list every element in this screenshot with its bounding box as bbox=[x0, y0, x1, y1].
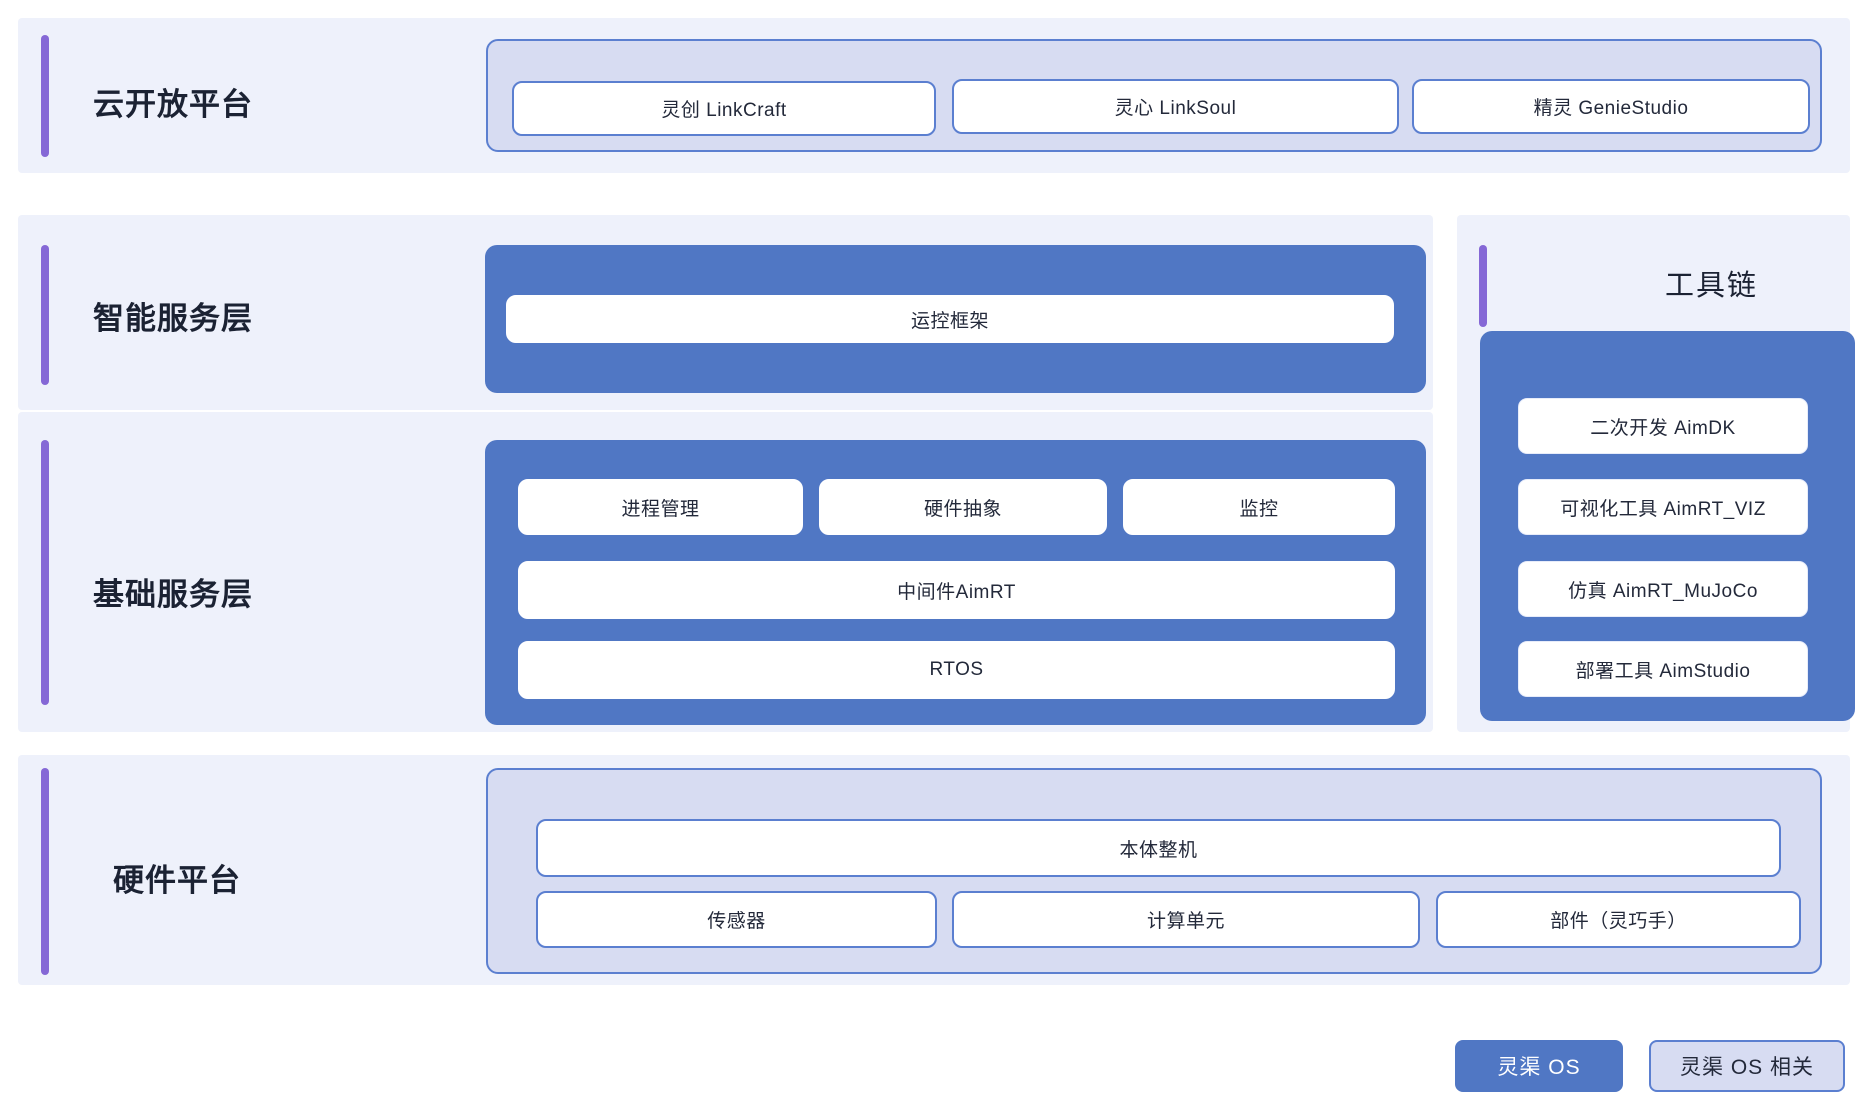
row-title-basic-service-layer: 基础服务层 bbox=[93, 577, 253, 612]
accent-bar-hardware-platform bbox=[41, 768, 49, 975]
chip-body-whole-machine[interactable]: 本体整机 bbox=[536, 819, 1781, 877]
legend-item-lingqu-os[interactable]: 灵渠 OS bbox=[1455, 1040, 1623, 1092]
chip-rtos[interactable]: RTOS bbox=[518, 641, 1395, 699]
chip-aimrt-mujoco[interactable]: 仿真 AimRT_MuJoCo bbox=[1518, 561, 1808, 617]
chip-linksoul[interactable]: 灵心 LinkSoul bbox=[952, 79, 1399, 134]
accent-bar-intelligent-service-layer bbox=[41, 245, 49, 385]
chip-aimdk[interactable]: 二次开发 AimDK bbox=[1518, 398, 1808, 454]
chip-monitoring[interactable]: 监控 bbox=[1123, 479, 1395, 535]
chip-geniestudio[interactable]: 精灵 GenieStudio bbox=[1412, 79, 1810, 134]
legend-item-lingqu-os-related[interactable]: 灵渠 OS 相关 bbox=[1649, 1040, 1845, 1092]
chip-hardware-abstraction[interactable]: 硬件抽象 bbox=[819, 479, 1107, 535]
accent-bar-cloud-open-platform bbox=[41, 35, 49, 157]
chip-linkcraft[interactable]: 灵创 LinkCraft bbox=[512, 81, 936, 136]
row-title-hardware-platform: 硬件平台 bbox=[113, 863, 241, 898]
chip-component-dexterous-hand[interactable]: 部件（灵巧手） bbox=[1436, 891, 1801, 948]
legend: 灵渠 OS 灵渠 OS 相关 bbox=[1455, 1040, 1845, 1092]
accent-bar-toolchain bbox=[1479, 245, 1487, 327]
row-title-cloud-open-platform: 云开放平台 bbox=[93, 87, 253, 122]
accent-bar-basic-service-layer bbox=[41, 440, 49, 705]
chip-sensor[interactable]: 传感器 bbox=[536, 891, 937, 948]
chip-process-management[interactable]: 进程管理 bbox=[518, 479, 803, 535]
chip-aimrt-viz[interactable]: 可视化工具 AimRT_VIZ bbox=[1518, 479, 1808, 535]
row-title-intelligent-service-layer: 智能服务层 bbox=[93, 301, 253, 336]
chip-aimstudio[interactable]: 部署工具 AimStudio bbox=[1518, 641, 1808, 697]
chip-compute-unit[interactable]: 计算单元 bbox=[952, 891, 1420, 948]
chip-motion-control-framework[interactable]: 运控框架 bbox=[506, 295, 1394, 343]
toolchain-title: 工具链 bbox=[1665, 270, 1759, 302]
chip-middleware-aimrt[interactable]: 中间件AimRT bbox=[518, 561, 1395, 619]
